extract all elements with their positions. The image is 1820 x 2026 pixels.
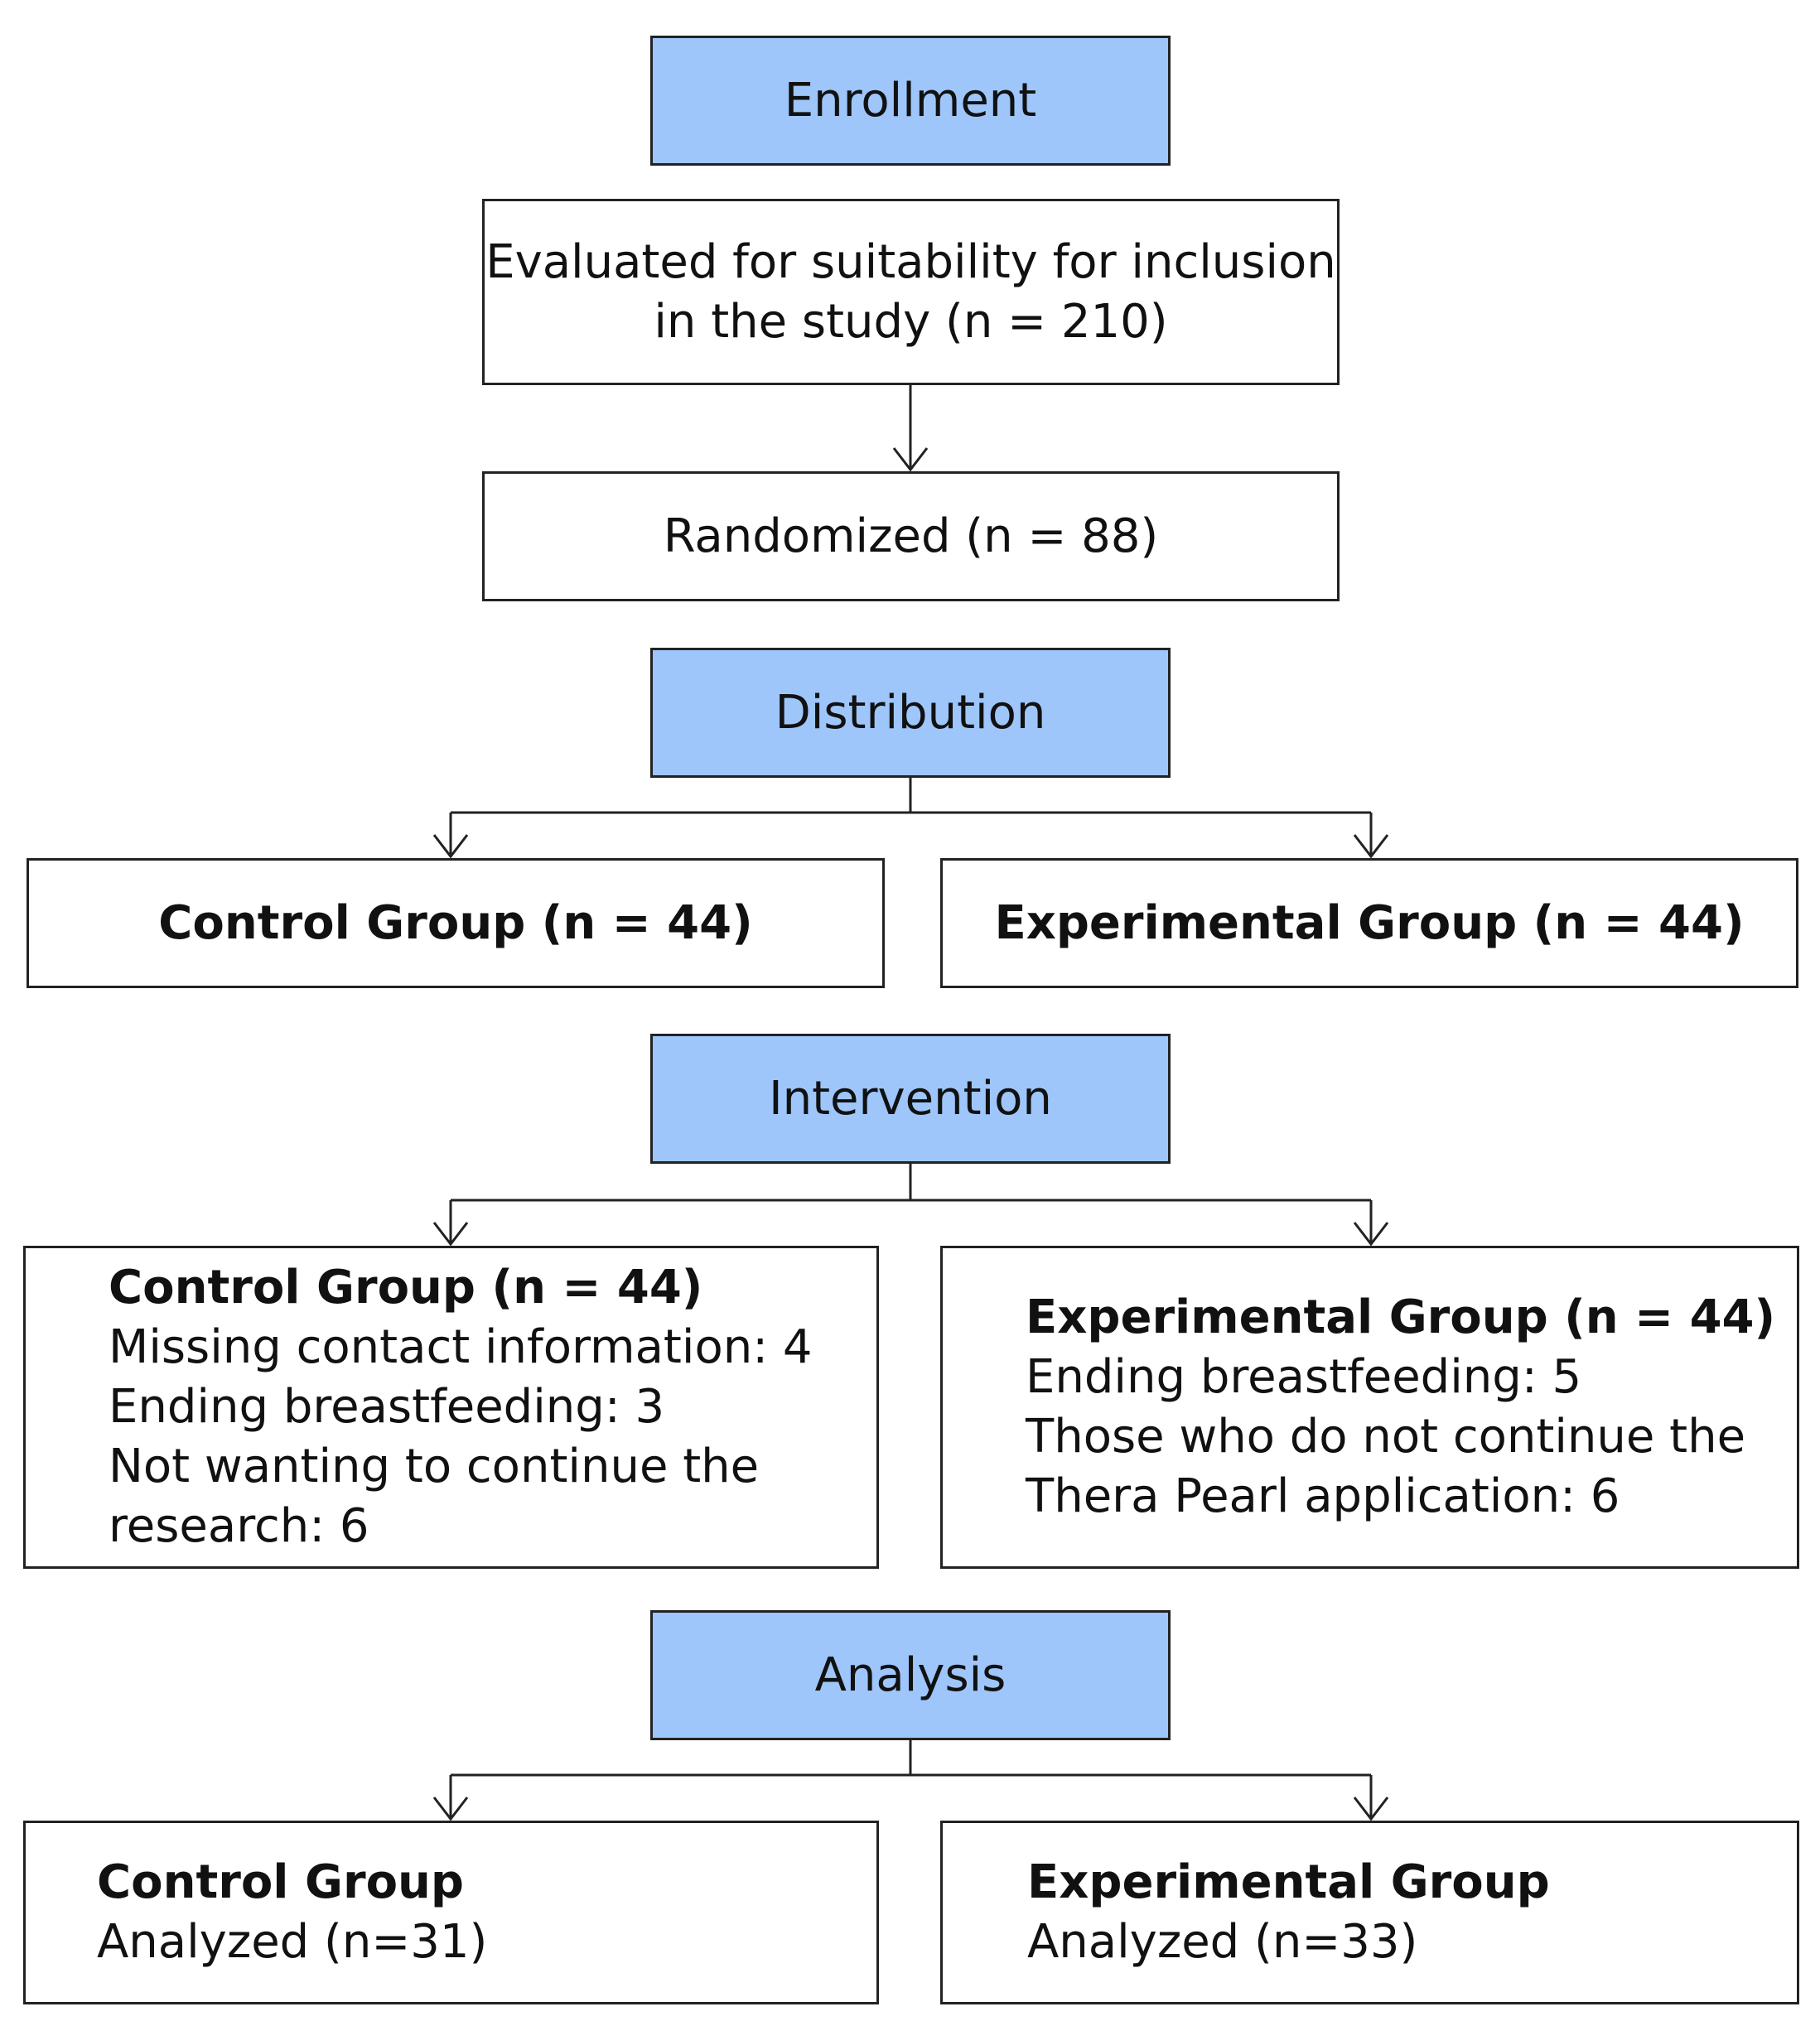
intervention-split-connector [432,1164,1389,1247]
analysis-control-box: Control Group Analyzed (n=31) [23,1821,879,2004]
analysis-experimental-title: Experimental Group [1027,1855,1550,1909]
phase-enrollment: Enrollment [650,36,1171,166]
phase-distribution: Distribution [650,648,1171,778]
intervention-control-title: Control Group (n = 44) [109,1261,703,1314]
intervention-control-line: Ending breastfeeding: 3 [109,1380,665,1434]
phase-label: Distribution [775,685,1046,740]
arrowhead-randomized [892,447,929,472]
evaluated-box: Evaluated for suitability for inclusion … [482,199,1340,385]
analysis-experimental-line: Analyzed (n=33) [1027,1915,1418,1969]
intervention-experimental-line: Thera Pearl application: 6 [1026,1469,1620,1523]
intervention-experimental-title: Experimental Group (n = 44) [1026,1290,1776,1344]
analysis-split-connector [432,1740,1389,1821]
intervention-experimental-line: Ending breastfeeding: 5 [1026,1350,1582,1404]
phase-label: Enrollment [784,73,1037,128]
experimental-group-label: Experimental Group (n = 44) [994,895,1745,950]
distribution-experimental-box: Experimental Group (n = 44) [940,858,1798,988]
phase-intervention: Intervention [650,1034,1171,1164]
control-group-label: Control Group (n = 44) [158,895,753,950]
phase-analysis: Analysis [650,1610,1171,1740]
intervention-experimental-line: Those who do not continue the [1026,1410,1746,1464]
phase-label: Analysis [814,1647,1007,1702]
analysis-experimental-box: Experimental Group Analyzed (n=33) [940,1821,1799,2004]
intervention-control-line: Missing contact information: 4 [109,1320,813,1374]
evaluated-line: Evaluated for suitability for inclusion [485,234,1336,289]
intervention-experimental-box: Experimental Group (n = 44) Ending breas… [940,1246,1799,1569]
randomized-box: Randomized (n = 88) [482,471,1340,601]
phase-label: Intervention [769,1071,1052,1126]
distribution-control-box: Control Group (n = 44) [27,858,885,988]
evaluated-line: in the study (n = 210) [654,294,1168,349]
analysis-control-line: Analyzed (n=31) [97,1915,488,1969]
intervention-control-line: Not wanting to continue the [109,1440,760,1493]
intervention-control-box: Control Group (n = 44) Missing contact i… [23,1246,879,1569]
randomized-label: Randomized (n = 88) [663,509,1159,563]
distribution-split-connector [432,778,1389,859]
intervention-control-line: research: 6 [109,1499,369,1553]
analysis-control-title: Control Group [97,1855,464,1909]
